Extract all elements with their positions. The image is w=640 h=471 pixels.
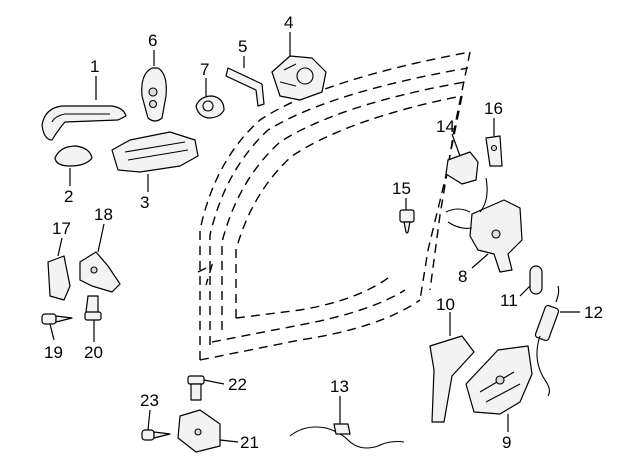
part-14-striker [445,151,479,185]
callout-10: 10 [436,295,455,314]
callout-13: 13 [330,377,349,396]
part-23-screw [141,429,171,441]
callout-14: 14 [436,117,455,136]
part-5-rod [225,67,265,107]
callout-numbers: 1 2 3 4 5 6 7 8 9 10 11 12 13 14 15 16 1… [44,13,603,452]
callout-5: 5 [238,37,247,56]
part-6-key-fob [141,67,167,122]
callout-7: 7 [200,60,209,79]
callout-8: 8 [458,267,467,286]
part-20-bolt [84,295,102,321]
part-9-lower-latch [465,345,533,415]
callout-6: 6 [148,31,157,50]
part-17-hinge [47,255,71,301]
callout-12: 12 [584,303,603,322]
leader-lines [49,32,580,443]
part-4-lock-actuator [271,55,327,101]
callout-20: 20 [84,343,103,362]
part-11-cap [529,265,543,295]
part-22-stud [187,375,205,401]
callout-19: 19 [44,343,63,362]
callout-3: 3 [140,193,149,212]
part-10-seal [429,335,475,423]
callout-16: 16 [484,99,503,118]
callout-2: 2 [64,187,73,206]
part-18-hinge-check [79,251,121,293]
callout-22: 22 [228,375,247,394]
part-12-cable [534,285,560,397]
part-19-screw [41,313,73,325]
part-15-bolt [399,209,415,234]
part-8-latch [445,177,523,273]
callout-15: 15 [392,179,411,198]
part-13-release-cable [289,423,405,449]
callout-4: 4 [284,13,293,32]
callout-11: 11 [500,291,518,310]
callout-18: 18 [94,205,113,224]
part-1-outside-handle [41,105,127,141]
door-frame-outline [197,51,471,361]
callout-1: 1 [90,57,99,76]
callout-21: 21 [240,433,259,452]
part-16-bracket [485,135,503,167]
callout-9: 9 [502,433,511,452]
callout-17: 17 [52,219,71,238]
callout-23: 23 [140,391,159,410]
part-21-lower-hinge [177,409,221,453]
part-3-handle-bracket [111,131,199,173]
part-7-lock-cylinder [195,95,225,119]
part-2-handle-cover [54,145,93,167]
